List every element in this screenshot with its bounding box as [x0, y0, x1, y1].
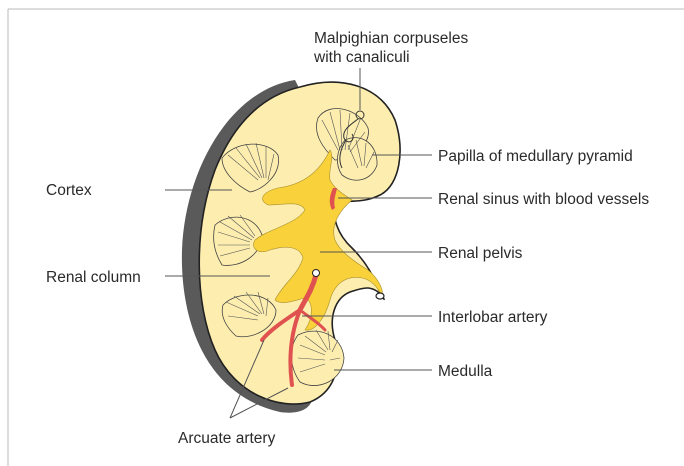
label-malpighian-line2: with canaliculi — [313, 49, 410, 66]
label-arcuate: Arcuate artery — [178, 430, 276, 447]
label-medulla: Medulla — [438, 363, 493, 380]
label-renal-pelvis: Renal pelvis — [438, 245, 523, 262]
artery-stump — [313, 270, 320, 277]
label-malpighian-line1: Malpighian corpuseles — [314, 30, 468, 47]
ureter-opening — [376, 293, 384, 299]
label-interlobar: Interlobar artery — [438, 309, 548, 326]
label-cortex: Cortex — [46, 182, 92, 199]
label-renal-column: Renal column — [46, 269, 141, 286]
label-papilla: Papilla of medullary pyramid — [438, 148, 633, 165]
label-renal-sinus: Renal sinus with blood vessels — [438, 191, 649, 208]
